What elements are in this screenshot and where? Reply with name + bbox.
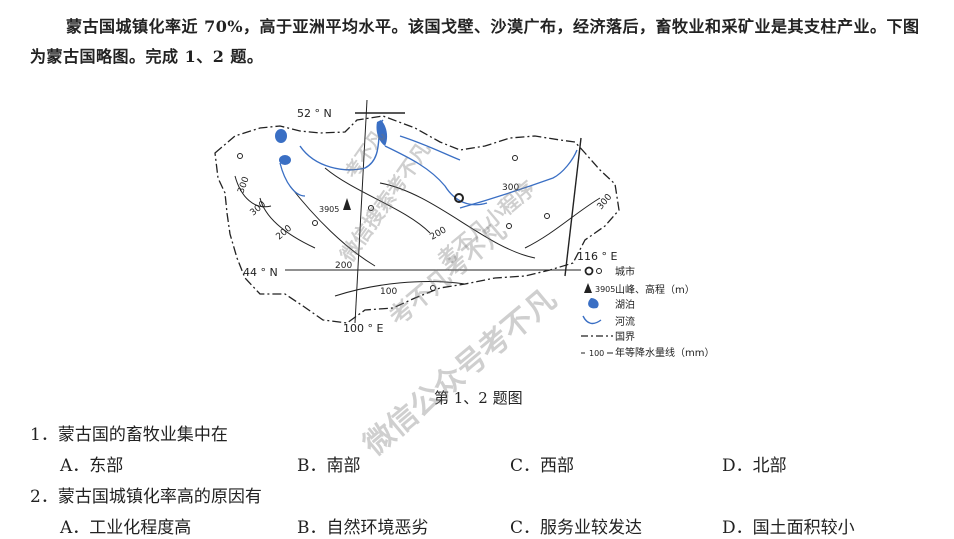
lon-116-label: 116 ° E xyxy=(577,250,617,263)
q2-option-b[interactable]: B．自然环境恶劣 xyxy=(297,518,429,538)
lake-khovsgol xyxy=(376,120,388,146)
city-marker xyxy=(430,285,436,291)
contour-label: 300 xyxy=(596,192,615,212)
peak-icon xyxy=(343,198,351,210)
isohyet-300-west2 xyxy=(259,197,316,249)
isohyet-200-mid xyxy=(324,167,431,234)
lat-44-label: 44 ° N xyxy=(243,266,278,279)
lon-100-label: 100 ° E xyxy=(343,322,383,335)
contour-label: 200 xyxy=(335,261,352,271)
question-1: 1．蒙古国的畜牧业集中在 xyxy=(30,425,228,445)
q2-option-a[interactable]: A．工业化程度高 xyxy=(60,518,192,538)
legend-border: 国界 xyxy=(615,331,635,343)
q1-option-b[interactable]: B．南部 xyxy=(297,456,361,476)
map-legend: 城市 3905 山峰、高程（m） 湖泊 河流 国界 100 年等降水量线（mm） xyxy=(581,265,714,359)
map-svg: 3905 52 ° N 44 ° N 100 ° E 116 ° E 300 3… xyxy=(214,99,714,359)
city-marker xyxy=(368,205,374,211)
city-marker xyxy=(544,213,550,219)
peak-elevation: 3905 xyxy=(319,205,339,214)
intro-paragraph: 蒙古国城镇化率近 70%，高于亚洲平均水平。该国戈壁、沙漠广布，经济落后，畜牧业… xyxy=(30,17,920,66)
q2-option-d[interactable]: D．国土面积较小 xyxy=(722,518,855,538)
isohyet-300-west xyxy=(234,175,272,208)
isohyet-200-west xyxy=(289,185,376,267)
q2-option-c[interactable]: C．服务业较发达 xyxy=(510,518,643,538)
mongolia-map: 3905 52 ° N 44 ° N 100 ° E 116 ° E 300 3… xyxy=(205,98,725,363)
city-marker xyxy=(506,223,512,229)
contour-label: 100 xyxy=(380,287,397,297)
figure-caption: 第 1、2 题图 xyxy=(434,389,523,407)
city-marker xyxy=(512,155,518,161)
legend-isohyet: 年等降水量线（mm） xyxy=(615,346,714,359)
lake-khyargas xyxy=(279,155,291,165)
isohyet-300-east xyxy=(524,197,601,249)
city-ulaanbaatar xyxy=(454,193,464,203)
contour-label: 300 xyxy=(502,183,519,193)
isohyet-100 xyxy=(334,281,466,297)
legend-peak: 山峰、高程（m） xyxy=(615,283,695,296)
lake-uvs xyxy=(275,129,287,143)
question-2: 2．蒙古国城镇化率高的原因有 xyxy=(30,487,262,507)
lon-100-line xyxy=(354,99,368,324)
national-border xyxy=(214,115,620,324)
legend-city: 城市 xyxy=(615,265,635,278)
legend-river: 河流 xyxy=(615,315,635,328)
q1-option-d[interactable]: D．北部 xyxy=(722,456,787,476)
lat-52-label: 52 ° N xyxy=(297,107,332,120)
legend-peak-prefix: 3905 xyxy=(595,285,615,294)
river-west xyxy=(279,162,306,197)
city-marker xyxy=(312,220,318,226)
legend-isohyet-prefix: 100 xyxy=(589,349,604,358)
river-east xyxy=(459,149,578,209)
isohyet-200-south xyxy=(379,182,536,259)
q1-option-a[interactable]: A．东部 xyxy=(60,456,124,476)
city-marker xyxy=(237,153,243,159)
q1-option-c[interactable]: C．西部 xyxy=(510,456,575,476)
legend-lake: 湖泊 xyxy=(615,299,635,311)
lon-116-line xyxy=(564,137,582,277)
river-north xyxy=(399,135,461,161)
contour-label: 200 xyxy=(275,223,295,242)
contour-label: 300 xyxy=(236,175,251,195)
